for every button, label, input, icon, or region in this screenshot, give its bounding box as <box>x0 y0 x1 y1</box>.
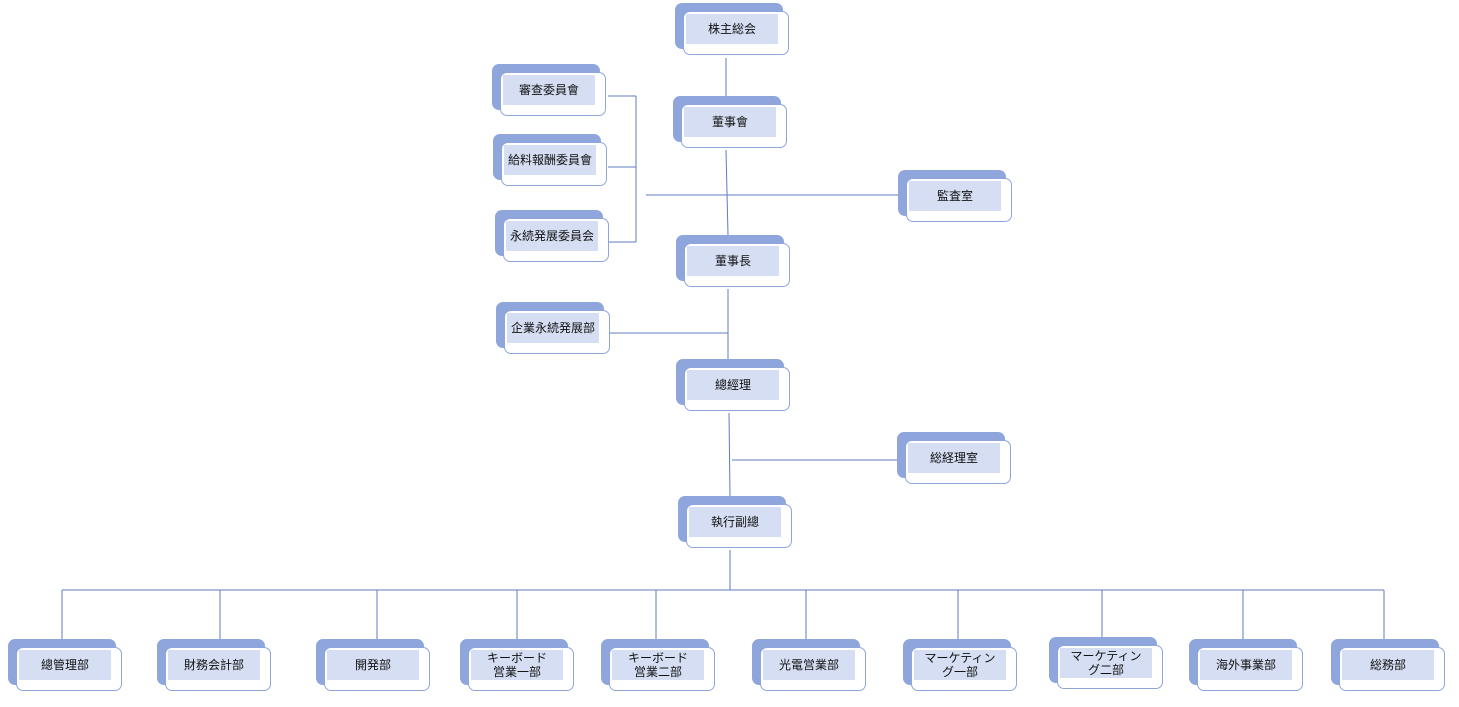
node-label: 光電営業部 <box>763 650 855 680</box>
node-keyboard-sales-1: キーボード 営業一部 <box>460 639 576 693</box>
node-audit-committee: 審查委員會 <box>492 64 608 118</box>
node-label: 審查委員會 <box>503 75 595 105</box>
node-marketing-1: マーケティン グ一部 <box>903 639 1019 693</box>
node-label: 監査室 <box>909 181 1001 211</box>
node-development: 開発部 <box>316 639 432 693</box>
node-label: 永続発展委員会 <box>506 221 598 251</box>
node-president-office: 総経理室 <box>897 432 1013 486</box>
node-audit-office: 監査室 <box>898 170 1014 224</box>
node-label: キーボード 営業一部 <box>471 650 563 680</box>
node-chairman: 董事長 <box>676 235 792 289</box>
node-marketing-2: マーケティン グ二部 <box>1049 637 1165 691</box>
node-label: 株主総会 <box>686 14 778 44</box>
node-overseas: 海外事業部 <box>1189 639 1305 693</box>
node-label: 給料報酬委員會 <box>504 145 596 175</box>
node-label: 董事會 <box>684 107 776 137</box>
node-general-affairs: 総務部 <box>1331 639 1447 693</box>
node-president: 總經理 <box>676 359 792 413</box>
node-label: 總管理部 <box>19 650 111 680</box>
node-csr-dept: 企業永続発展部 <box>496 302 612 356</box>
node-label: 海外事業部 <box>1200 650 1292 680</box>
node-evp: 執行副總 <box>678 496 794 550</box>
node-label: 執行副總 <box>689 507 781 537</box>
node-shareholders: 株主総会 <box>675 3 791 57</box>
node-label: キーボード 営業二部 <box>612 650 704 680</box>
node-keyboard-sales-2: キーボード 営業二部 <box>601 639 717 693</box>
connector-president-evp <box>728 412 731 497</box>
node-label: 企業永続発展部 <box>507 313 599 343</box>
node-label: 総務部 <box>1342 650 1434 680</box>
node-label: 開発部 <box>327 650 419 680</box>
connector-board-chairman <box>725 149 729 236</box>
node-label: マーケティン グ一部 <box>914 650 1006 680</box>
node-sustainability-committee: 永続発展委員会 <box>495 210 611 264</box>
node-board: 董事會 <box>673 96 789 150</box>
node-finance: 財務会計部 <box>157 639 273 693</box>
node-label: 総経理室 <box>908 443 1000 473</box>
node-optoelectronics-sales: 光電営業部 <box>752 639 868 693</box>
node-label: マーケティン グ二部 <box>1060 648 1152 678</box>
node-general-admin: 總管理部 <box>8 639 124 693</box>
node-label: 董事長 <box>687 246 779 276</box>
node-label: 總經理 <box>687 370 779 400</box>
node-label: 財務会計部 <box>168 650 260 680</box>
node-compensation-committee: 給料報酬委員會 <box>493 134 609 188</box>
